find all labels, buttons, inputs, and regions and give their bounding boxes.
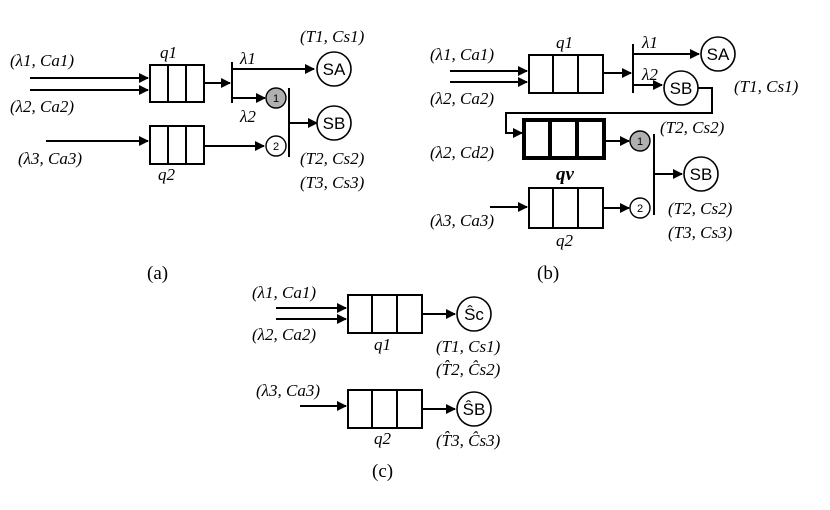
arrival-label: (λ1, Ca1) (252, 283, 316, 302)
service-param: (T2, Cs2) (300, 149, 365, 168)
priority-2-icon (629, 197, 651, 219)
queue-q1 (149, 64, 205, 103)
arrival-label: (λ2, Ca2) (252, 325, 316, 344)
arrival-label: (λ3, Ca3) (256, 381, 320, 400)
rate-label: λ1 (239, 49, 256, 68)
server-c-icon (456, 296, 492, 332)
service-param: (T3, Cs3) (300, 173, 365, 192)
priority-1-icon (265, 87, 287, 109)
panel-b: (λ1, Ca1) (λ2, Ca2) (λ2, Cd2) (λ3, Ca3) … (430, 33, 799, 284)
queue-label: q2 (556, 231, 574, 250)
virtual-queue-qv (522, 118, 606, 160)
queue-label: q2 (158, 165, 176, 184)
server-a-icon (316, 51, 352, 87)
server-b-icon (456, 391, 492, 427)
server-b-icon (316, 105, 352, 141)
queue-q2 (347, 389, 423, 429)
priority-label: 1 (637, 136, 643, 148)
queue-label: q1 (556, 33, 573, 52)
queue-label: q1 (160, 43, 177, 62)
rate-label: λ2 (239, 107, 256, 126)
server-label: Ŝc (464, 305, 484, 324)
arrival-label: (λ1, Ca1) (10, 51, 74, 70)
priority-1-icon (629, 130, 651, 152)
service-param: (T1, Cs1) (734, 77, 799, 96)
service-param: (T2, Cs2) (660, 118, 725, 137)
arrival-label: (λ3, Ca3) (18, 149, 82, 168)
queue-q2 (528, 187, 604, 229)
service-param: (T̂2, Ĉs2) (436, 360, 501, 379)
arrival-label: (λ1, Ca1) (430, 45, 494, 64)
service-param: (T1, Cs1) (436, 337, 501, 356)
priority-label: 1 (273, 93, 279, 105)
service-param: (T1, Cs1) (300, 27, 365, 46)
service-param: (T3, Cs3) (668, 223, 733, 242)
server-label: SA (707, 45, 730, 64)
queue-q1 (528, 54, 604, 94)
arrival-label: (λ2, Cd2) (430, 143, 494, 162)
queue-q2 (149, 125, 205, 165)
queue-label: qv (556, 164, 575, 185)
server-label: SB (323, 114, 346, 133)
arrival-label: (λ3, Ca3) (430, 211, 494, 230)
server-label: ŜB (463, 400, 486, 419)
server-label: SA (323, 60, 346, 79)
panel-c: (λ1, Ca1) (λ2, Ca2) (λ3, Ca3) q1 q2 Ŝc Ŝ… (252, 283, 501, 482)
server-label: SB (690, 165, 713, 184)
server-b-icon (683, 156, 719, 192)
priority-2-icon (265, 135, 287, 157)
service-param: (T̂3, Ĉs3) (436, 431, 501, 450)
rate-label: λ1 (641, 33, 658, 52)
server-a-icon (700, 36, 736, 72)
panel-a: (λ1, Ca1) (λ2, Ca2) (λ3, Ca3) q1 q2 λ1 λ… (10, 27, 365, 284)
arrival-label: (λ2, Ca2) (10, 97, 74, 116)
panel-caption: (c) (372, 461, 393, 482)
queue-label: q2 (374, 429, 392, 448)
priority-label: 2 (273, 141, 279, 153)
service-param: (T2, Cs2) (668, 199, 733, 218)
arrival-label: (λ2, Ca2) (430, 89, 494, 108)
panel-caption: (a) (147, 263, 168, 284)
queue-q1 (347, 294, 423, 334)
priority-label: 2 (637, 203, 643, 215)
queue-label: q1 (374, 335, 391, 354)
rate-label: λ2 (641, 65, 658, 84)
feedback-arrow (505, 87, 713, 138)
panel-caption: (b) (537, 263, 559, 284)
server-label: SB (670, 79, 693, 98)
